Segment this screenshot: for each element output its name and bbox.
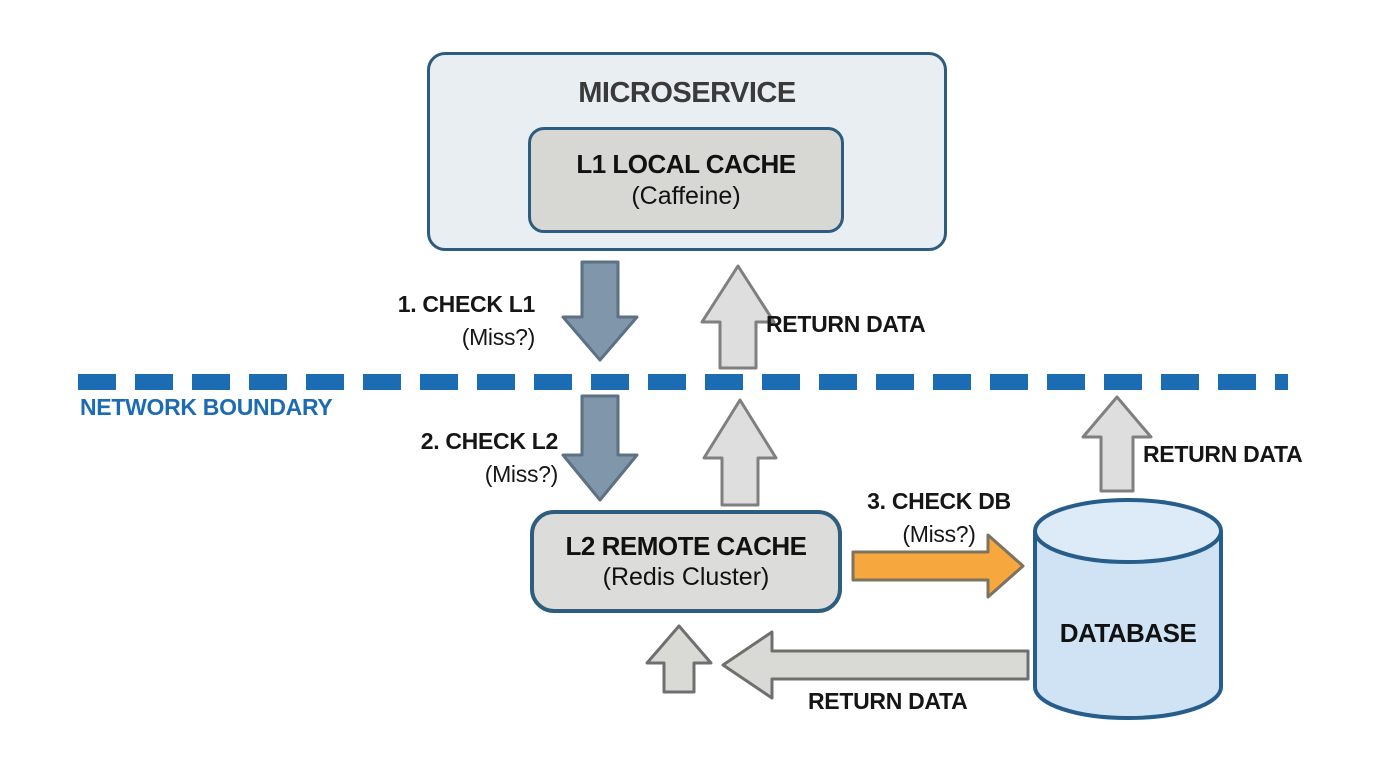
l1-cache-title: L1 LOCAL CACHE bbox=[576, 149, 796, 180]
return-into-l2-up-arrow-icon bbox=[645, 624, 713, 694]
step-check-db-title: 3. CHECK DB bbox=[867, 488, 1011, 514]
l2-remote-cache-box: L2 REMOTE CACHE (Redis Cluster) bbox=[530, 510, 842, 613]
database-title: DATABASE bbox=[1059, 618, 1197, 648]
step-check-l2-subtitle: (Miss?) bbox=[484, 460, 559, 487]
step-check-l1-label: 1. CHECK L1 (Miss?) bbox=[397, 288, 536, 353]
return-l1-up-arrow-icon bbox=[700, 264, 776, 370]
microservice-title: MICROSERVICE bbox=[578, 77, 796, 109]
return-db-to-l2-left-arrow-icon bbox=[721, 630, 1030, 700]
step-check-db-subtitle: (Miss?) bbox=[902, 520, 976, 547]
l2-cache-title: L2 REMOTE CACHE bbox=[565, 530, 807, 561]
step-check-l1-title: 1. CHECK L1 bbox=[397, 291, 536, 317]
database-cylinder-top-icon bbox=[1033, 498, 1223, 564]
l1-local-cache-box: L1 LOCAL CACHE (Caffeine) bbox=[528, 127, 844, 233]
check-l2-down-arrow-icon bbox=[561, 394, 639, 502]
return-data-db-label: RETURN DATA bbox=[1143, 441, 1303, 467]
step-check-db-label: 3. CHECK DB (Miss?) bbox=[858, 485, 1020, 550]
step-check-l2-label: 2. CHECK L2 (Miss?) bbox=[420, 425, 559, 490]
network-boundary-label: NETWORK BOUNDARY bbox=[80, 394, 333, 420]
step-check-l1-subtitle: (Miss?) bbox=[461, 323, 536, 350]
database-cylinder-icon bbox=[1033, 531, 1223, 720]
check-db-right-arrow-icon bbox=[851, 533, 1025, 599]
return-data-l1-label: RETURN DATA bbox=[766, 311, 926, 337]
l1-cache-subtitle: (Caffeine) bbox=[631, 181, 741, 210]
step-check-l2-title: 2. CHECK L2 bbox=[420, 428, 559, 454]
check-l1-down-arrow-icon bbox=[561, 260, 639, 362]
return-db-up-arrow-icon bbox=[1081, 395, 1153, 493]
l2-cache-subtitle: (Redis Cluster) bbox=[602, 563, 770, 592]
return-data-db-to-l2-label: RETURN DATA bbox=[808, 688, 968, 714]
return-l2-up-arrow-icon bbox=[702, 398, 778, 507]
